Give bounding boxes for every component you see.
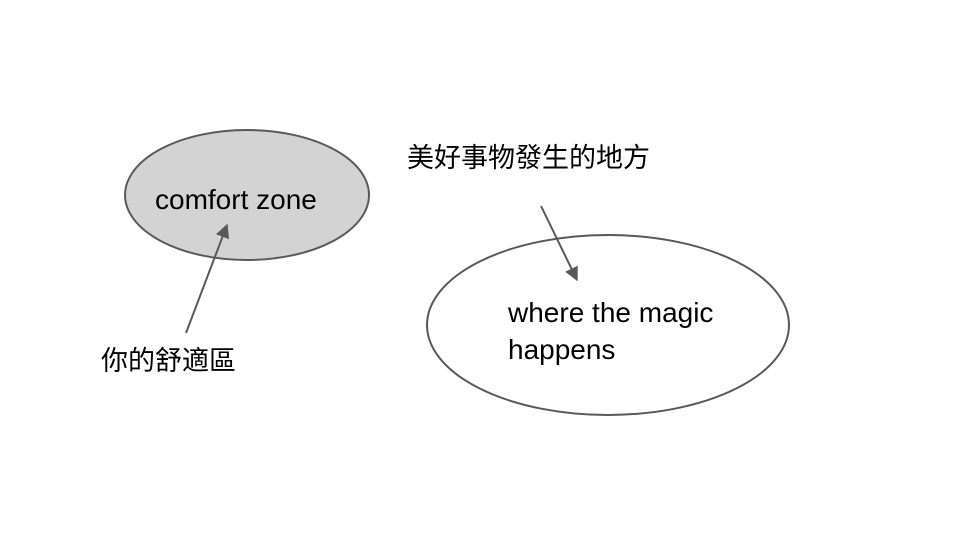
magic-note-arrow [540,205,578,282]
magic-zone-note: 美好事物發生的地方 [407,143,650,174]
magic-zone-label-line2: happens [508,334,616,365]
comfort-zone-note: 你的舒適區 [101,346,236,377]
comfort-zone-label: comfort zone [155,184,317,215]
magic-zone-ellipse [426,234,790,416]
magic-zone-label: where the magic happens [508,294,713,368]
comfort-zone-ellipse [124,129,370,261]
comfort-note-arrow [185,223,230,334]
magic-zone-label-line1: where the magic [508,297,714,328]
